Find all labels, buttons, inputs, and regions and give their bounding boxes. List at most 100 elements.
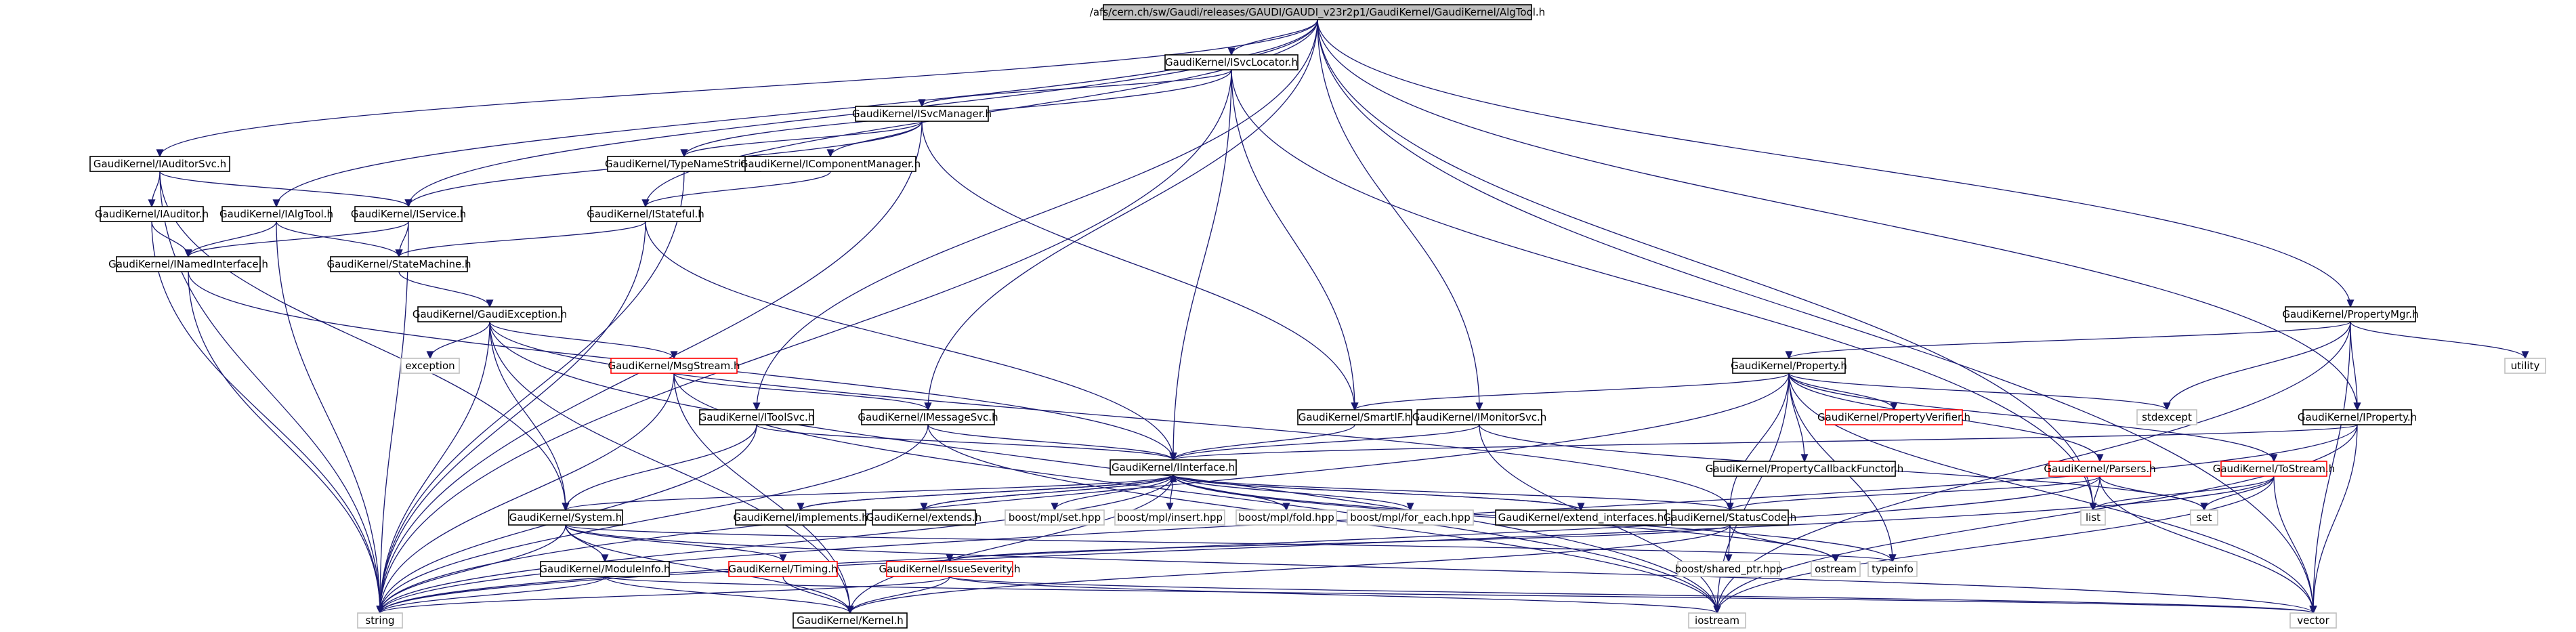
edge-root-to-iauditsvc bbox=[156, 19, 1318, 158]
edge-line bbox=[1173, 474, 1731, 511]
node-ialgtool[interactable]: GaudiKernel/IAlgTool.h bbox=[219, 206, 333, 222]
node-implements[interactable]: GaudiKernel/implements.h bbox=[733, 509, 868, 526]
edge-line bbox=[921, 121, 1355, 410]
node-extifaces[interactable]: GaudiKernel/extend_interfaces.h bbox=[1495, 509, 1667, 526]
node-iinterface[interactable]: GaudiKernel/IInterface.h bbox=[1110, 459, 1237, 476]
node-kernel[interactable]: GaudiKernel/Kernel.h bbox=[793, 612, 908, 629]
edge-line bbox=[565, 524, 2314, 614]
node-property[interactable]: GaudiKernel/Property.h bbox=[1731, 358, 1847, 374]
edge-line bbox=[927, 19, 1318, 410]
edge-line bbox=[188, 271, 381, 614]
edge-line bbox=[673, 373, 1718, 614]
edge-line bbox=[159, 171, 409, 207]
node-mplfold[interactable]: boost/mpl/fold.hpp bbox=[1236, 509, 1337, 526]
node-label: GaudiKernel/ISvcLocator.h bbox=[1165, 56, 1298, 68]
node-timing[interactable]: GaudiKernel/Timing.h bbox=[728, 561, 838, 577]
node-list[interactable]: list bbox=[2080, 509, 2106, 526]
edge-issuesev-to-string bbox=[376, 576, 950, 614]
edge-iinterface-to-mplforeach bbox=[1173, 474, 1414, 511]
node-iauditsvc[interactable]: GaudiKernel/IAuditorSvc.h bbox=[89, 156, 230, 172]
arrowhead bbox=[924, 402, 932, 411]
node-iostream[interactable]: iostream bbox=[1688, 612, 1746, 629]
node-propcb[interactable]: GaudiKernel/PropertyCallbackFunctor.h bbox=[1706, 461, 1904, 477]
edge-line bbox=[379, 221, 409, 614]
node-mplforeach[interactable]: boost/mpl/for_each.hpp bbox=[1347, 509, 1474, 526]
arrowhead bbox=[148, 199, 156, 208]
node-smartif[interactable]: GaudiKernel/SmartIF.h bbox=[1297, 409, 1412, 425]
node-label: GaudiKernel/IComponentManager.h bbox=[740, 158, 921, 170]
node-box bbox=[886, 561, 1013, 577]
node-inamed[interactable]: GaudiKernel/INamedInterface.h bbox=[108, 256, 268, 272]
edge-itoolsvc-to-iinterface bbox=[756, 424, 1177, 461]
node-gaudiexc[interactable]: GaudiKernel/GaudiException.h bbox=[413, 306, 567, 322]
node-issuesev[interactable]: GaudiKernel/IssueSeverity.h bbox=[879, 561, 1021, 577]
node-label: boost/mpl/insert.hpp bbox=[1117, 511, 1223, 524]
node-label: GaudiKernel/IAuditorSvc.h bbox=[93, 158, 226, 170]
node-isvcmgr[interactable]: GaudiKernel/ISvcManager.h bbox=[852, 106, 992, 122]
edge-line bbox=[2313, 424, 2358, 614]
node-mplset[interactable]: boost/mpl/set.hpp bbox=[1005, 509, 1105, 526]
edge-system-to-modinfo bbox=[565, 524, 609, 563]
edge-line bbox=[1173, 474, 1582, 511]
node-parsers[interactable]: GaudiKernel/Parsers.h bbox=[2044, 461, 2156, 477]
node-typeinfo[interactable]: typeinfo bbox=[1867, 561, 1918, 577]
node-label: GaudiKernel/Property.h bbox=[1731, 360, 1847, 372]
node-tostream[interactable]: GaudiKernel/ToStream.h bbox=[2213, 461, 2336, 477]
node-stdexcept[interactable]: stdexcept bbox=[2136, 409, 2197, 425]
edge-line bbox=[379, 576, 606, 614]
node-label: GaudiKernel/GaudiException.h bbox=[413, 308, 567, 320]
node-sharedptr[interactable]: boost/shared_ptr.hpp bbox=[1675, 561, 1783, 577]
node-propverif[interactable]: GaudiKernel/PropertyVerifier.h bbox=[1817, 409, 1970, 425]
edge-line bbox=[489, 321, 566, 511]
node-typename[interactable]: GaudiKernel/TypeNameString.h bbox=[605, 156, 763, 172]
edge-inamed-to-string bbox=[188, 271, 384, 614]
node-label: typeinfo bbox=[1872, 563, 1914, 575]
node-imsgsvc[interactable]: GaudiKernel/IMessageSvc.h bbox=[858, 409, 998, 425]
node-utility[interactable]: utility bbox=[2504, 358, 2546, 374]
arrowhead bbox=[1169, 452, 1177, 461]
node-ostream[interactable]: ostream bbox=[1811, 561, 1861, 577]
node-label: GaudiKernel/IProperty.h bbox=[2298, 411, 2417, 423]
edge-issuesev-to-kernel bbox=[846, 576, 950, 614]
node-box bbox=[610, 358, 738, 374]
node-box bbox=[1114, 509, 1225, 526]
node-mplinsert[interactable]: boost/mpl/insert.hpp bbox=[1114, 509, 1225, 526]
node-extends[interactable]: GaudiKernel/extends.h bbox=[866, 509, 981, 526]
node-itoolsvc[interactable]: GaudiKernel/IToolSvc.h bbox=[699, 409, 815, 425]
node-istateful[interactable]: GaudiKernel/IStateful.h bbox=[587, 206, 704, 222]
node-icompmgr[interactable]: GaudiKernel/IComponentManager.h bbox=[740, 156, 921, 172]
node-iservice[interactable]: GaudiKernel/IService.h bbox=[351, 206, 466, 222]
node-label: vector bbox=[2297, 614, 2329, 627]
node-string[interactable]: string bbox=[357, 612, 403, 629]
node-msgstream[interactable]: GaudiKernel/MsgStream.h bbox=[608, 358, 740, 374]
edge-line bbox=[2350, 321, 2526, 359]
node-imonsvc[interactable]: GaudiKernel/IMonitorSvc.h bbox=[1412, 409, 1547, 425]
node-isvcloc[interactable]: GaudiKernel/ISvcLocator.h bbox=[1164, 54, 1298, 70]
node-label: list bbox=[2086, 511, 2100, 524]
arrowhead bbox=[846, 606, 854, 614]
arrowhead bbox=[426, 351, 434, 360]
edge-property-to-smartif bbox=[1351, 373, 1790, 411]
node-statemach[interactable]: GaudiKernel/StateMachine.h bbox=[327, 256, 471, 272]
edge-line bbox=[849, 474, 1174, 614]
node-box bbox=[1110, 459, 1237, 476]
node-modinfo[interactable]: GaudiKernel/ModuleInfo.h bbox=[539, 561, 671, 577]
node-propmgr[interactable]: GaudiKernel/PropertyMgr.h bbox=[2282, 306, 2419, 322]
node-root[interactable]: /afs/cern.ch/sw/Gaudi/releases/GAUDI/GAU… bbox=[1090, 4, 1545, 20]
node-system[interactable]: GaudiKernel/System.h bbox=[508, 509, 623, 526]
node-label: GaudiKernel/IAlgTool.h bbox=[219, 208, 333, 220]
node-box bbox=[1103, 4, 1532, 20]
node-iauditor[interactable]: GaudiKernel/IAuditor.h bbox=[95, 206, 209, 222]
edge-tostream-to-set bbox=[2200, 476, 2275, 511]
edge-line bbox=[1716, 476, 2275, 614]
arrowhead bbox=[601, 554, 609, 563]
node-vector[interactable]: vector bbox=[2289, 612, 2337, 629]
node-set[interactable]: set bbox=[2190, 509, 2218, 526]
node-statuscode[interactable]: GaudiKernel/StatusCode.h bbox=[1664, 509, 1797, 526]
node-iproperty[interactable]: GaudiKernel/IProperty.h bbox=[2298, 409, 2417, 425]
edge-icompmgr-to-istateful bbox=[641, 171, 831, 208]
arrowhead bbox=[184, 249, 192, 258]
node-label: GaudiKernel/extends.h bbox=[866, 511, 981, 524]
node-label: GaudiKernel/StateMachine.h bbox=[327, 258, 471, 270]
node-exception[interactable]: exception bbox=[400, 358, 460, 374]
